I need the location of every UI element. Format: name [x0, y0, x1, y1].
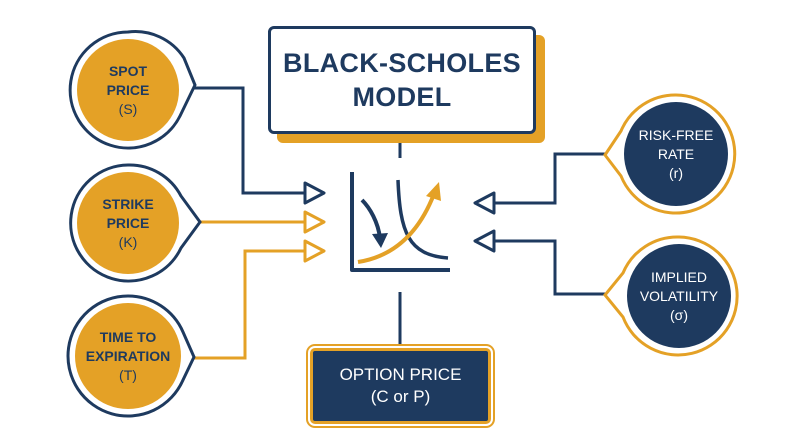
rate-line-3: (r) — [669, 164, 683, 181]
strike-price-line-3: (K) — [118, 233, 138, 250]
volatility-line-1: IMPLIED — [650, 268, 707, 285]
time-line-1: TIME TO — [99, 328, 157, 345]
spot-price-bubble-shape — [68, 30, 197, 150]
implied-volatility-bubble-shape — [603, 235, 739, 357]
strike-price-input: STRIKE PRICE (K) — [78, 173, 178, 273]
volatility-connector — [494, 239, 620, 296]
time-to-expiration-input: TIME TO EXPIRATION (T) — [73, 305, 183, 407]
spot-price-input: SPOT PRICE (S) — [78, 40, 178, 140]
risk-free-rate-input: RISK-FREE RATE (r) — [626, 104, 726, 204]
strike-price-bubble-shape — [69, 163, 202, 283]
rate-arrowhead — [473, 191, 496, 215]
spot-price-line-3: (S) — [118, 100, 138, 117]
volatility-line-2: VOLATILITY — [639, 287, 719, 304]
rate-connector — [494, 152, 620, 205]
spot-arrowhead — [303, 181, 326, 205]
volatility-arrowhead — [473, 229, 496, 253]
title-line-1: BLACK-SCHOLES — [283, 48, 521, 78]
time-to-expiration-bubble-shape — [66, 294, 196, 418]
volatility-line-3: (σ) — [670, 306, 688, 323]
time-arrowhead — [303, 239, 326, 263]
time-line-2: EXPIRATION — [85, 347, 171, 364]
strike-arrowhead — [303, 210, 326, 234]
rate-line-2: RATE — [657, 145, 695, 162]
output-line-2: (C or P) — [370, 387, 431, 406]
time-line-3: (T) — [119, 366, 137, 383]
spot-connector — [190, 86, 305, 195]
rate-line-1: RISK-FREE — [638, 126, 714, 143]
title-line-2: MODEL — [352, 82, 452, 112]
output-line-1: OPTION PRICE — [339, 365, 462, 384]
option-price-output-box: OPTION PRICE (C or P) — [310, 348, 491, 424]
implied-volatility-input: IMPLIED VOLATILITY (σ) — [626, 246, 732, 346]
risk-free-rate-bubble-shape — [603, 93, 737, 215]
spot-price-line-2: PRICE — [106, 81, 150, 98]
model-title-box: BLACK-SCHOLES MODEL — [268, 26, 536, 134]
spot-price-line-1: SPOT — [108, 62, 148, 79]
strike-price-line-1: STRIKE — [102, 195, 154, 212]
option-curve-chart-icon — [350, 172, 450, 272]
time-connector — [190, 249, 305, 360]
strike-price-line-2: PRICE — [106, 214, 150, 231]
